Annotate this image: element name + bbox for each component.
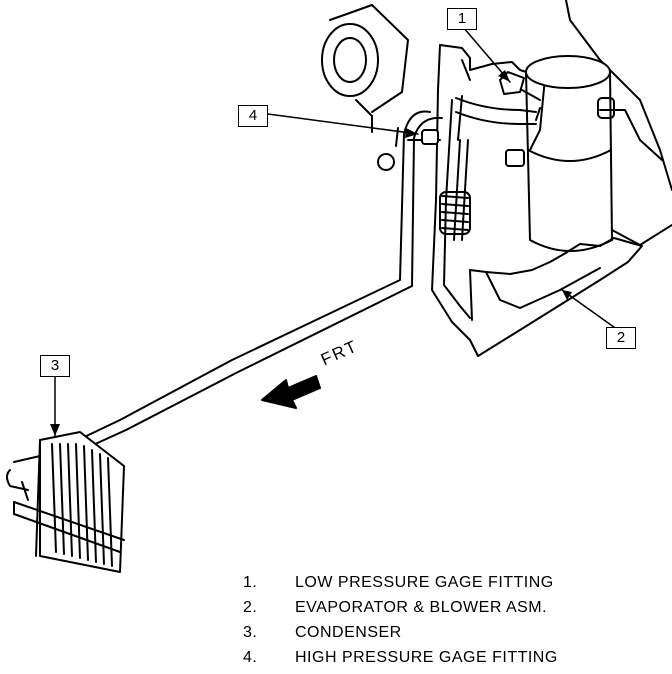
legend-text: LOW PRESSURE GAGE FITTING	[295, 574, 554, 591]
legend-text: HIGH PRESSURE GAGE FITTING	[295, 649, 558, 666]
parts-legend: 1. LOW PRESSURE GAGE FITTING 2. EVAPORAT…	[243, 574, 663, 674]
front-direction-arrow	[261, 375, 321, 409]
condenser	[6, 431, 125, 573]
legend-text: EVAPORATOR & BLOWER ASM.	[295, 599, 548, 616]
accumulator	[505, 55, 615, 252]
legend-item: 3. CONDENSER	[243, 624, 663, 649]
evaporator-blower-housing	[431, 44, 643, 357]
legend-number: 4.	[243, 649, 258, 666]
callout-4: 4	[238, 105, 268, 127]
legend-number: 3.	[243, 624, 258, 641]
leader-arrowheads	[50, 70, 572, 436]
firewall-outline	[565, 0, 672, 246]
high-pressure-line	[77, 110, 471, 451]
legend-item: 2. EVAPORATOR & BLOWER ASM.	[243, 599, 663, 624]
callout-2: 2	[606, 327, 636, 349]
blower-motor	[321, 4, 409, 133]
callout-1: 1	[447, 8, 477, 30]
callout-3: 3	[40, 355, 70, 377]
high-pressure-fitting	[377, 129, 439, 171]
legend-text: CONDENSER	[295, 624, 402, 641]
legend-number: 1.	[243, 574, 258, 591]
legend-item: 1. LOW PRESSURE GAGE FITTING	[243, 574, 663, 599]
legend-number: 2.	[243, 599, 258, 616]
legend-item: 4. HIGH PRESSURE GAGE FITTING	[243, 649, 663, 674]
